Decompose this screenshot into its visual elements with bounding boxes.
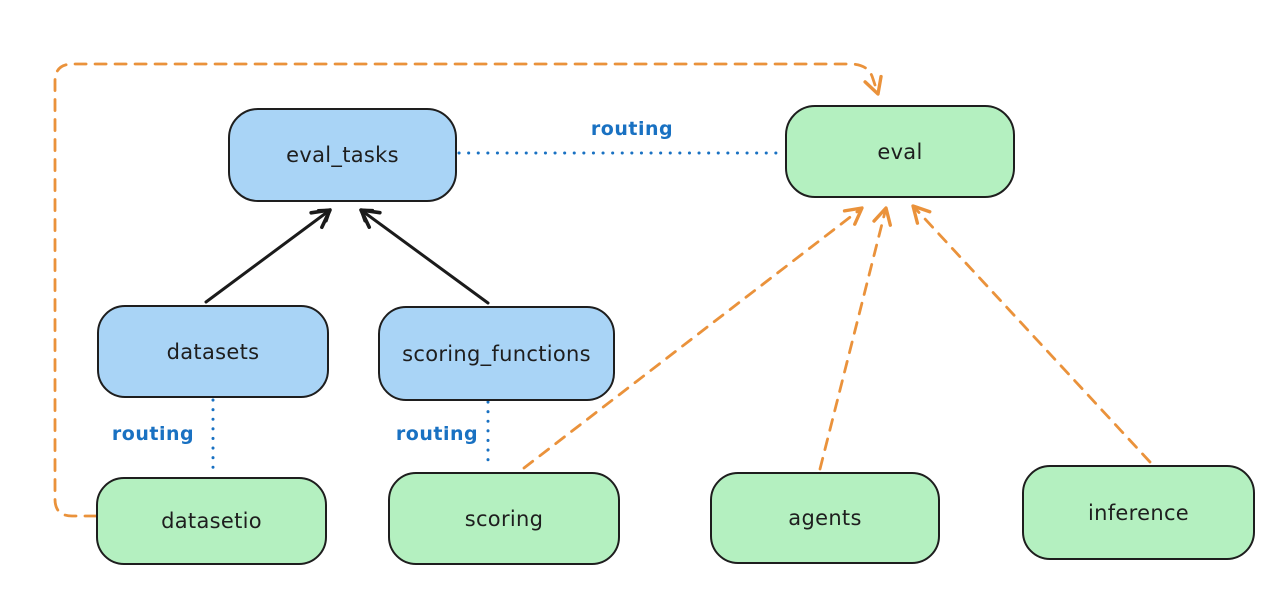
- node-datasets-label: datasets: [166, 339, 260, 364]
- edge-label-routing-scoring-functions-scoring: routing: [395, 423, 479, 445]
- node-scoring-functions[interactable]: scoring_functions: [378, 306, 615, 401]
- edge-inference-to-eval: [911, 204, 1152, 464]
- node-eval-label: eval: [877, 139, 923, 164]
- edge-datasets-to-eval-tasks: [204, 208, 332, 304]
- node-inference[interactable]: inference: [1022, 465, 1255, 560]
- node-eval[interactable]: eval: [785, 105, 1015, 198]
- node-agents[interactable]: agents: [710, 472, 940, 564]
- node-datasets[interactable]: datasets: [97, 305, 329, 398]
- edge-datasetio-to-eval-loop: [53, 62, 883, 518]
- edge-agents-to-eval: [818, 206, 892, 471]
- node-scoring-functions-label: scoring_functions: [402, 341, 591, 366]
- node-eval-tasks[interactable]: eval_tasks: [228, 108, 457, 202]
- node-datasetio[interactable]: datasetio: [96, 477, 327, 565]
- node-agents-label: agents: [788, 506, 862, 530]
- node-inference-label: inference: [1087, 500, 1190, 525]
- node-scoring-label: scoring: [464, 506, 544, 531]
- node-scoring[interactable]: scoring: [388, 472, 620, 565]
- edge-scoring-functions-to-eval-tasks: [359, 208, 490, 305]
- edge-label-routing-eval-tasks-eval: routing: [590, 118, 674, 140]
- node-datasetio-label: datasetio: [161, 509, 262, 533]
- node-eval-tasks-label: eval_tasks: [286, 143, 399, 167]
- edge-label-routing-datasets-datasetio: routing: [111, 423, 195, 445]
